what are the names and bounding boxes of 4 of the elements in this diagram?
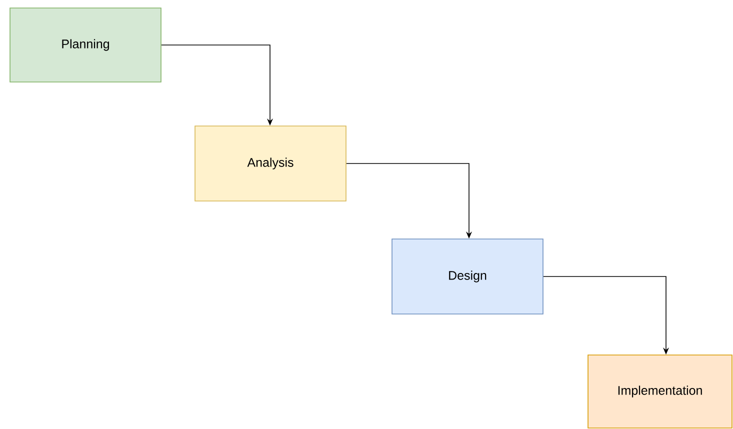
process-box: Analysis <box>194 126 346 202</box>
process-box: Implementation <box>588 354 732 428</box>
process-box: Planning <box>10 8 162 82</box>
process-box: Design <box>392 238 544 314</box>
